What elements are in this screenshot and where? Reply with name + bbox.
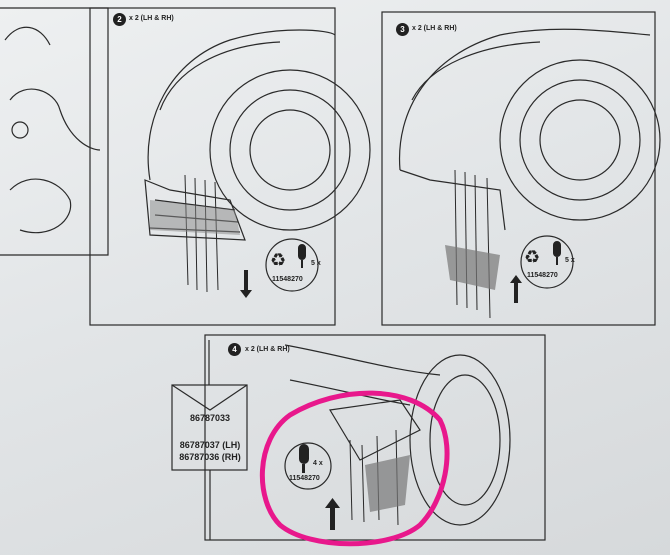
panel-1-frame	[0, 7, 109, 256]
step-4-part-code: 11548270	[289, 475, 320, 482]
fastener-badge-3	[520, 235, 574, 289]
kit-rh-part-number: 86787036 (RH)	[179, 452, 241, 462]
step-4-quantity: 4 x	[313, 460, 323, 467]
step-3-label: x 2 (LH & RH)	[412, 25, 457, 32]
arrow-up-icon	[325, 498, 340, 530]
step-4-label: x 2 (LH & RH)	[245, 346, 290, 353]
kit-main-part-number: 86787033	[189, 413, 231, 423]
arrow-up-icon	[510, 275, 522, 303]
step-3-part-code: 11548270	[527, 272, 558, 279]
step-4-number: 4	[228, 343, 241, 356]
screw-icon	[553, 241, 561, 265]
step-3-quantity: 5 x	[565, 257, 575, 264]
fastener-badge-2	[265, 238, 319, 292]
panel-2-frame	[89, 7, 336, 326]
screw-icon	[298, 244, 306, 268]
step-2-number: 2	[113, 13, 126, 26]
step-2-label: x 2 (LH & RH)	[129, 15, 174, 22]
step-3-number: 3	[396, 23, 409, 36]
panel-3-frame	[381, 11, 656, 326]
screw-icon	[299, 444, 309, 473]
fastener-badge-4	[284, 442, 332, 490]
step-2-quantity: 5 x	[311, 260, 321, 267]
step-2-part-code: 11548270	[272, 276, 303, 283]
recycle-icon: ♻	[270, 250, 286, 270]
direction-arrows	[240, 270, 522, 530]
kit-lh-part-number: 86787037 (LH)	[179, 440, 241, 450]
highlight-circle	[259, 390, 450, 547]
arrow-down-icon	[240, 270, 252, 298]
recycle-icon: ♻	[524, 247, 540, 267]
